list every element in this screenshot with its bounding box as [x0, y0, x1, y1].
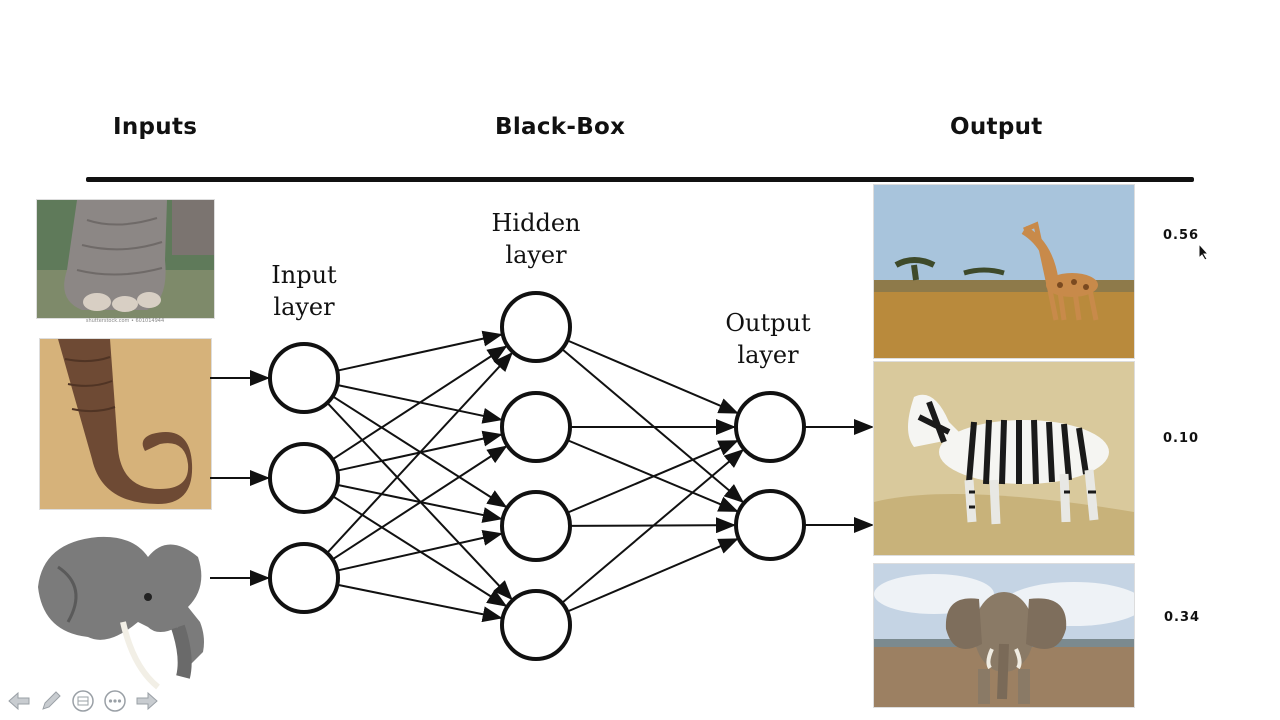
output-node: [734, 391, 806, 463]
connection-line: [566, 440, 739, 514]
connection-line: [561, 348, 745, 504]
hidden-node: [500, 291, 572, 363]
connection-line: [331, 445, 508, 561]
pen-icon[interactable]: [38, 688, 64, 714]
blackbox-heading: Black-Box: [495, 114, 626, 140]
connections: [326, 330, 745, 623]
neural-network-diagram: Input layer Hidden layer Output layer: [210, 209, 874, 661]
giraffe-image: [873, 184, 1135, 359]
hidden-layer-label-2: layer: [505, 241, 567, 269]
connection-line: [566, 538, 739, 613]
connection-line: [336, 530, 503, 572]
elephant-trunk-image: [39, 338, 212, 510]
slides-icon[interactable]: [70, 688, 96, 714]
connection-line: [337, 583, 503, 623]
input-node: [268, 442, 340, 514]
header-divider: [86, 177, 1194, 182]
output-heading: Output: [950, 114, 1043, 140]
elephant-output-image: [873, 563, 1135, 708]
nodes: [268, 291, 806, 661]
hidden-node: [500, 490, 572, 562]
probability-elephant: 0.34: [1164, 610, 1201, 625]
hidden-layer-label-1: Hidden: [492, 209, 581, 237]
connection-line: [566, 439, 739, 513]
probability-zebra: 0.10: [1163, 431, 1200, 446]
arrow-left-icon[interactable]: [6, 688, 32, 714]
zebra-image: [873, 361, 1135, 556]
inputs-heading: Inputs: [113, 114, 198, 140]
image-caption: shutterstock.com • 601014944: [85, 318, 165, 324]
output-layer-label-1: Output: [725, 309, 811, 337]
elephant-foot-image: [36, 199, 215, 319]
output-layer-label-2: layer: [737, 341, 799, 369]
input-node: [268, 542, 340, 614]
elephant-head-image: [28, 527, 220, 693]
connection-line: [337, 483, 503, 523]
output-node: [734, 489, 806, 561]
input-layer-label-1: Input: [271, 261, 337, 289]
connection-line: [566, 339, 739, 414]
arrow-right-icon[interactable]: [134, 688, 160, 714]
more-icon[interactable]: [102, 688, 128, 714]
presentation-toolbar: [6, 686, 160, 716]
probability-giraffe: 0.56: [1163, 228, 1200, 243]
input-layer-label-2: layer: [273, 293, 335, 321]
connection-line: [331, 345, 508, 461]
connection-line: [336, 330, 503, 372]
connection-line: [326, 402, 513, 601]
hidden-node: [500, 391, 572, 463]
connection-line: [569, 517, 737, 534]
connection-line: [326, 351, 513, 554]
connection-line: [561, 448, 745, 604]
input-arrows: [210, 370, 270, 586]
output-arrows: [804, 419, 874, 533]
input-node: [268, 342, 340, 414]
connection-line: [332, 395, 508, 508]
hidden-node: [500, 589, 572, 661]
mouse-cursor-icon: [1198, 243, 1210, 261]
